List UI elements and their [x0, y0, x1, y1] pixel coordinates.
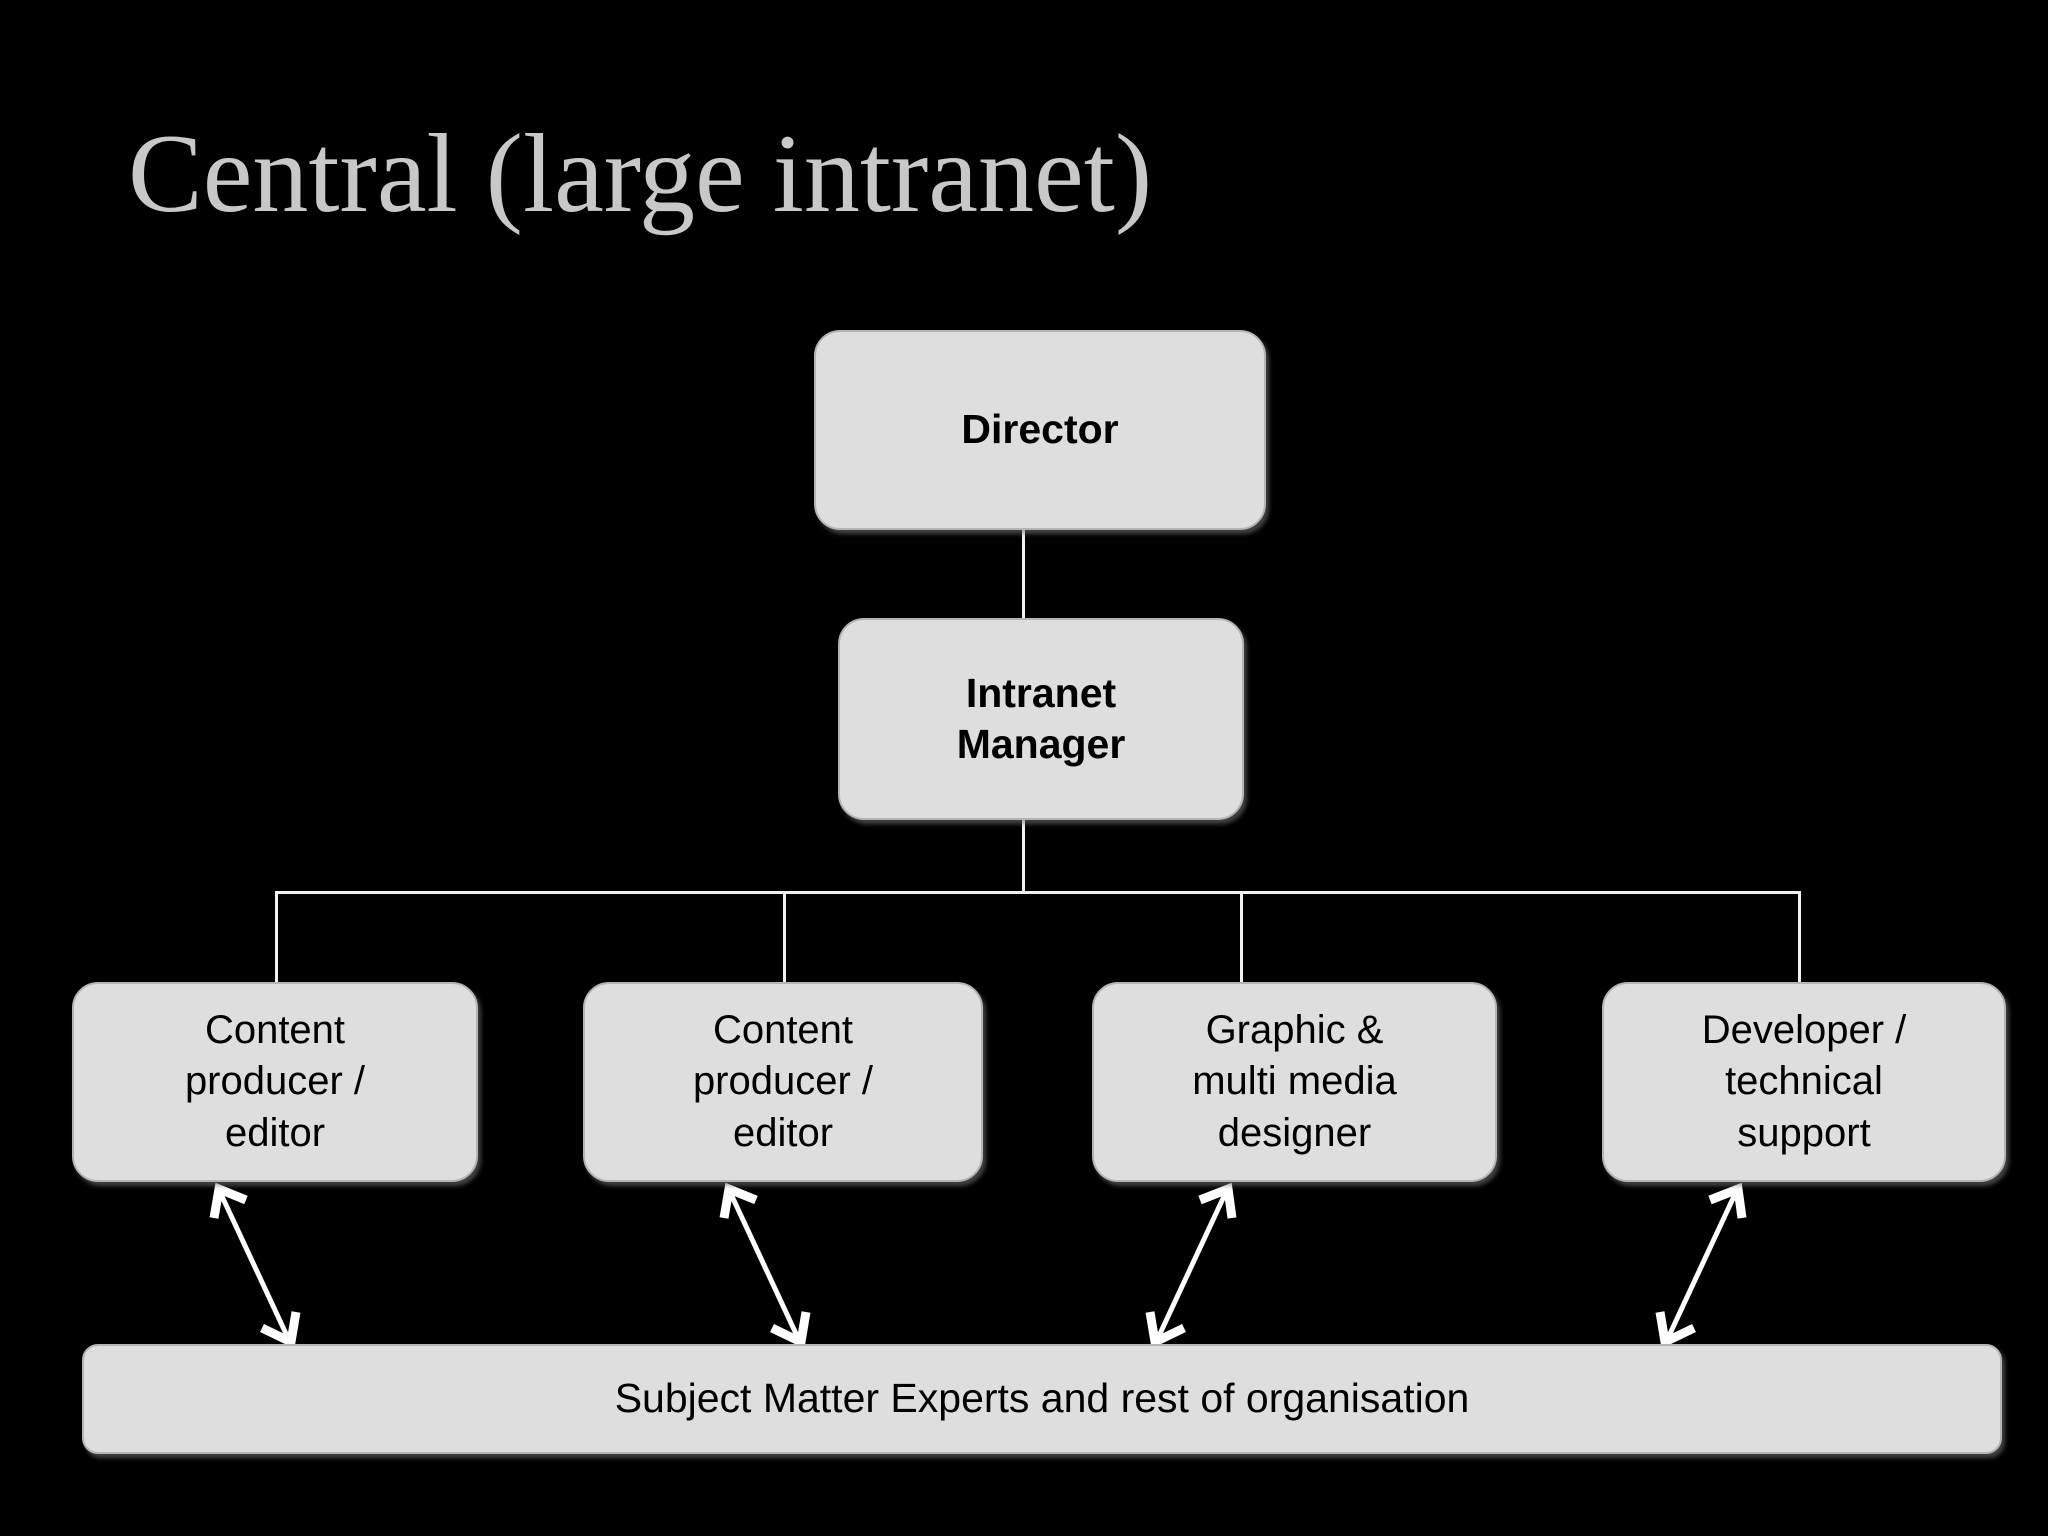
connector-drop-child-2	[1240, 891, 1243, 984]
org-node-intranet-manager[interactable]: Intranet Manager	[838, 618, 1244, 820]
double-arrow-child-2-to-sme	[1145, 1182, 1237, 1349]
org-node-content-producer-editor-2[interactable]: Content producer / editor	[583, 982, 983, 1182]
connector-drop-child-0	[275, 891, 278, 984]
org-node-developer-technical-support-label: Developer / technical support	[1701, 1008, 1907, 1155]
org-node-subject-matter-experts[interactable]: Subject Matter Experts and rest of organ…	[82, 1344, 2002, 1454]
org-node-content-producer-editor-2-label: Content producer / editor	[692, 1008, 874, 1155]
double-arrow-child-1-to-sme	[719, 1182, 811, 1349]
connector-manager-to-bus	[1022, 820, 1025, 893]
org-node-developer-technical-support[interactable]: Developer / technical support	[1602, 982, 2006, 1182]
connector-director-to-manager	[1022, 530, 1025, 618]
connector-drop-child-1	[783, 891, 786, 984]
connector-horizontal-bus	[275, 891, 1801, 894]
org-node-director-label: Director	[961, 406, 1119, 453]
connector-drop-child-3	[1798, 891, 1801, 984]
org-node-content-producer-editor-1[interactable]: Content producer / editor	[72, 982, 478, 1182]
page-title: Central (large intranet)	[128, 112, 1153, 236]
org-node-director[interactable]: Director	[814, 330, 1266, 530]
org-node-graphic-multimedia-designer[interactable]: Graphic & multi media designer	[1092, 982, 1497, 1182]
org-node-subject-matter-experts-label: Subject Matter Experts and rest of organ…	[614, 1375, 1470, 1422]
double-arrow-child-3-to-sme	[1655, 1182, 1747, 1349]
org-node-graphic-multimedia-designer-label: Graphic & multi media designer	[1192, 1008, 1397, 1155]
org-node-intranet-manager-label: Intranet Manager	[956, 669, 1126, 767]
org-node-content-producer-editor-1-label: Content producer / editor	[184, 1008, 366, 1155]
double-arrow-child-0-to-sme	[209, 1182, 301, 1349]
